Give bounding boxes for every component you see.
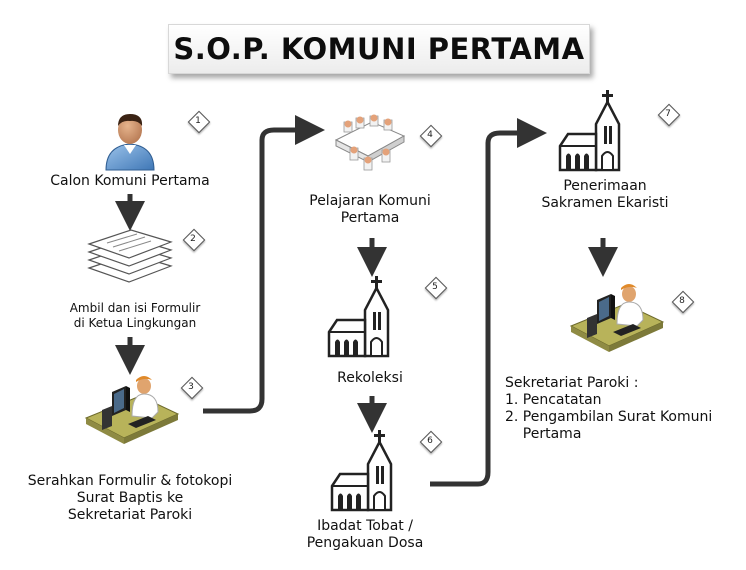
office-worker-icon: [569, 284, 665, 352]
church-icon: [327, 276, 390, 358]
church-icon: [330, 430, 393, 512]
step-label: Rekoleksi: [337, 370, 403, 386]
step-number-badge: 8: [671, 290, 693, 312]
step-number-badge: 5: [424, 276, 446, 298]
office-worker-icon: [84, 376, 180, 444]
step-label: Sekretariat Paroki : 1. Pencatatan 2. Pe…: [505, 375, 713, 442]
arrow-connector-3-4: [203, 115, 325, 414]
step-number-badge: 7: [657, 103, 679, 125]
page-title: S.O.P. KOMUNI PERTAMA: [173, 32, 585, 66]
title-box: S.O.P. KOMUNI PERTAMA: [168, 24, 590, 74]
person-icon: [105, 114, 155, 171]
step-label: Pelajaran Komuni Pertama: [309, 193, 431, 226]
step-number-badge: 6: [419, 430, 441, 452]
arrow-connector-6-7: [430, 118, 547, 487]
step-number-badge: 4: [419, 124, 441, 146]
step-number-badge: 1: [187, 110, 209, 132]
step-label: Serahkan Formulir & fotokopi Surat Bapti…: [27, 473, 233, 523]
step-label: Penerimaan Sakramen Ekaristi: [541, 178, 669, 211]
step-label: Ibadat Tobat / Pengakuan Dosa: [306, 518, 424, 551]
church-icon: [558, 90, 621, 172]
classroom-icon: [334, 114, 406, 171]
step-number-badge: 2: [182, 228, 204, 250]
step-label: Ambil dan isi Formulir di Ketua Lingkung…: [69, 301, 201, 330]
step-number-badge: 3: [180, 376, 202, 398]
documents-icon: [87, 229, 173, 283]
step-label: Calon Komuni Pertama: [50, 173, 210, 189]
